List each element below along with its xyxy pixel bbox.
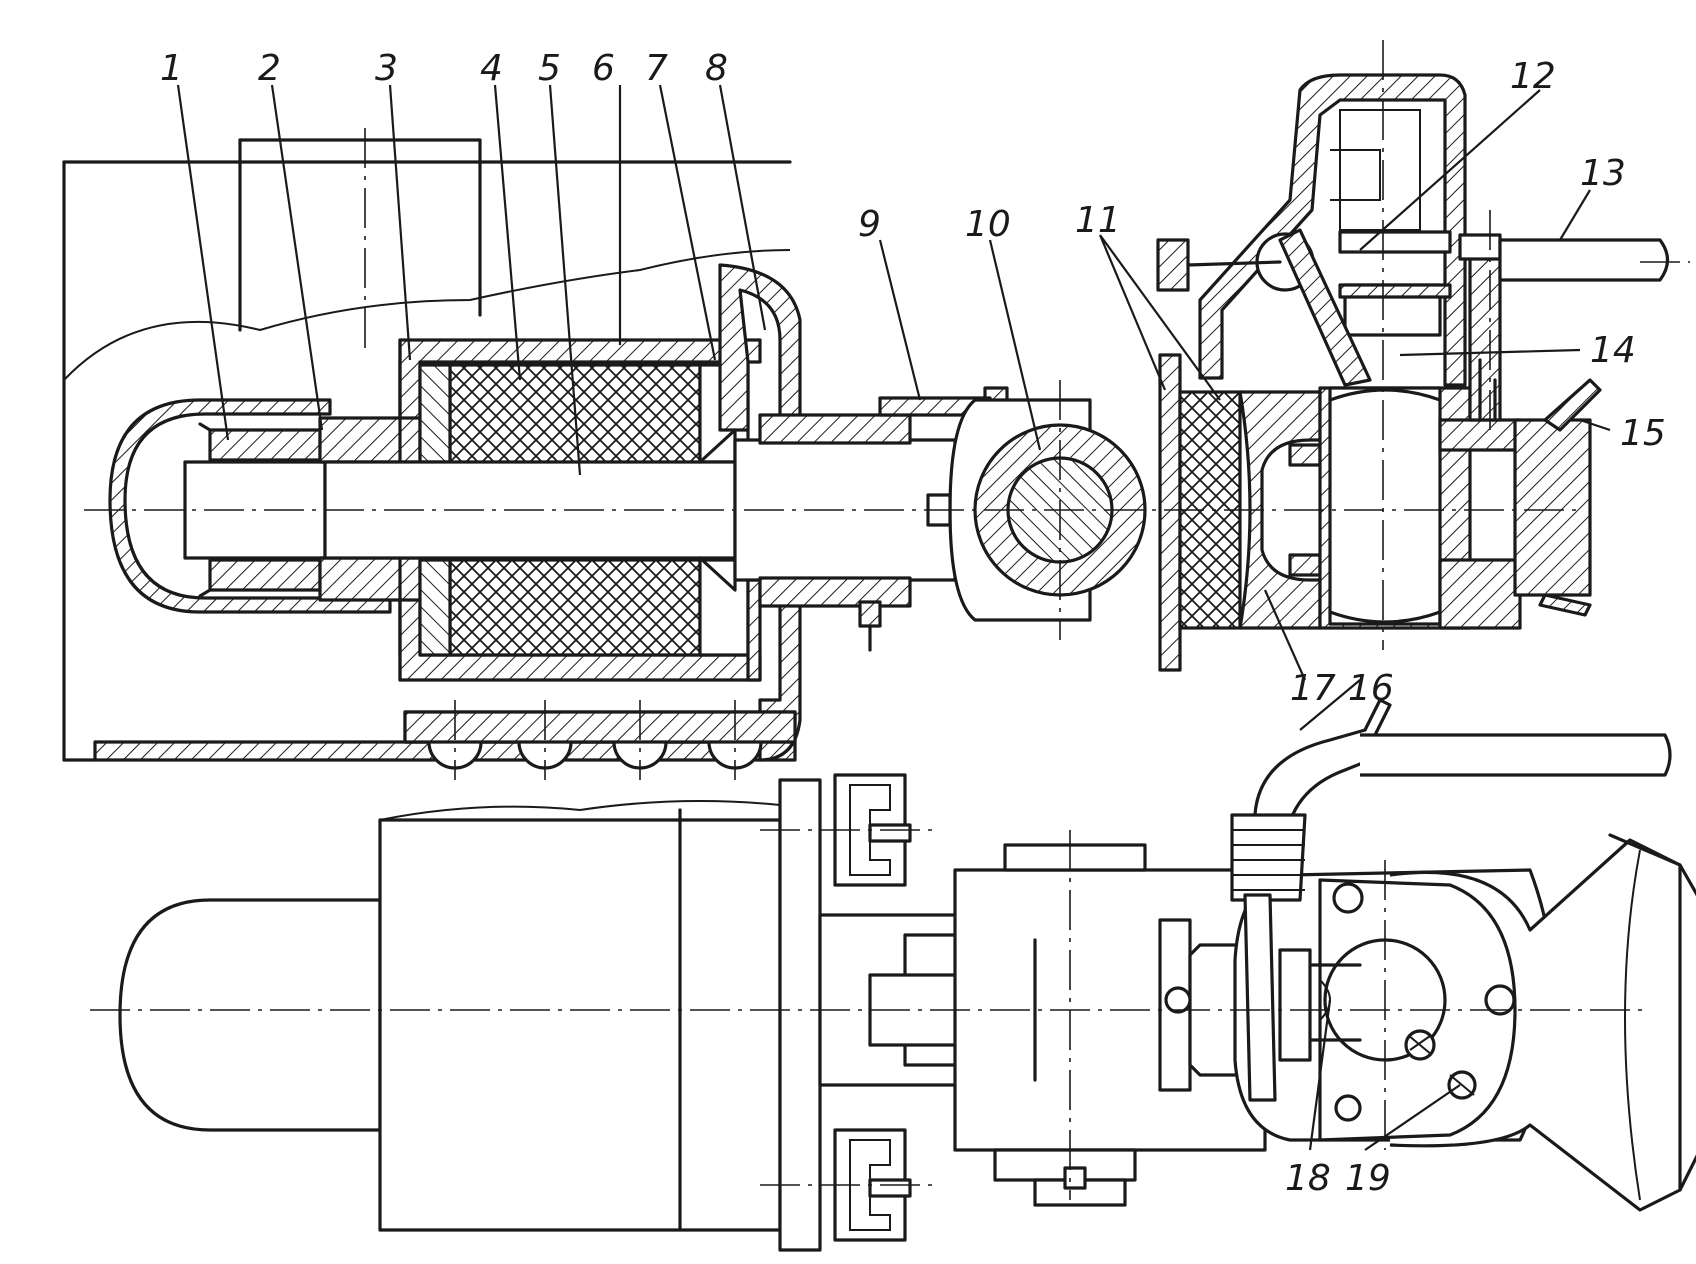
- rivet-row: [403, 710, 797, 770]
- label-18: 18: [1285, 1158, 1331, 1199]
- spring-16: [1230, 698, 1672, 1102]
- label-3: 3: [375, 48, 398, 89]
- label-4: 4: [480, 48, 503, 89]
- label-9: 9: [858, 204, 881, 245]
- exterior-view: [90, 698, 1696, 1252]
- label-19: 19: [1345, 1158, 1391, 1199]
- label-16: 16: [1348, 668, 1394, 709]
- label-2: 2: [258, 48, 281, 89]
- label-14: 14: [1590, 330, 1636, 371]
- gear-18: [1404, 1029, 1436, 1061]
- callout-labels: 1 2 3 4 5 6 7 8 9 10 11 12 13 14 15 17 1…: [160, 48, 1666, 1199]
- label-15: 15: [1620, 413, 1666, 454]
- label-8: 8: [705, 48, 728, 89]
- label-10: 10: [965, 204, 1011, 245]
- label-11: 11: [1075, 200, 1121, 241]
- screw-19: [1447, 1070, 1477, 1100]
- label-5: 5: [538, 48, 561, 89]
- leader-lines: [176, 84, 1611, 1151]
- label-13: 13: [1580, 153, 1626, 194]
- label-1: 1: [160, 48, 183, 89]
- label-12: 12: [1510, 56, 1556, 97]
- label-6: 6: [592, 48, 615, 89]
- section-view: [62, 40, 1690, 780]
- label-7: 7: [645, 48, 668, 89]
- label-17: 17: [1290, 668, 1336, 709]
